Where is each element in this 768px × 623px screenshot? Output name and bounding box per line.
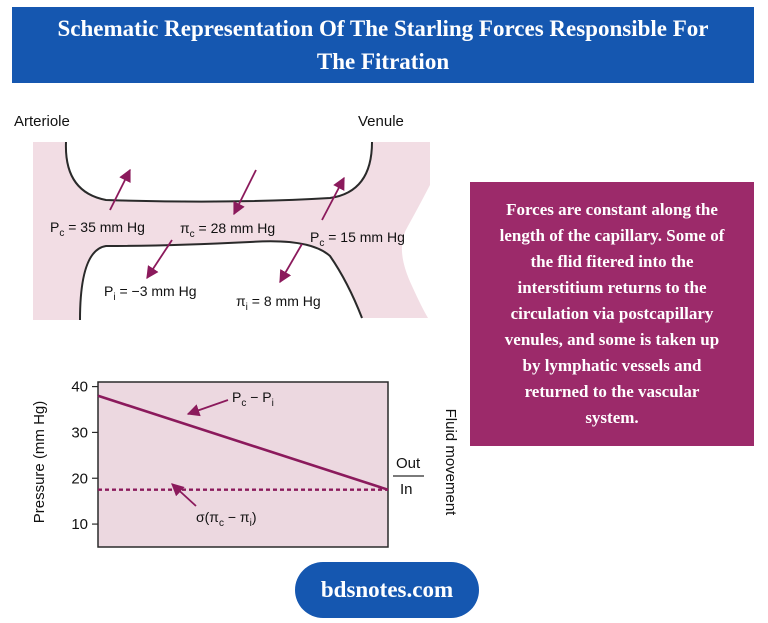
in-label: In bbox=[400, 481, 413, 498]
venule-label: Venule bbox=[358, 113, 404, 130]
pi-value: = −3 mm Hg bbox=[116, 283, 197, 299]
title-line-1: Schematic Representation Of The Starling… bbox=[57, 16, 709, 41]
sigma-close: ) bbox=[252, 509, 257, 525]
sigma-sub-c: c bbox=[219, 518, 224, 529]
pc-pi-line bbox=[97, 394, 389, 491]
pc-venule-label: Pc = 15 mm Hg bbox=[310, 229, 405, 249]
site-badge-label: bdsnotes.com bbox=[320, 577, 454, 602]
pic-label: πc = 28 mm Hg bbox=[180, 220, 275, 240]
pc-pi-sub-i: i bbox=[272, 398, 274, 409]
pc-venule-value: = 15 mm Hg bbox=[324, 229, 405, 245]
pic-arrow bbox=[233, 169, 257, 216]
sigma-pointer bbox=[171, 483, 197, 507]
pic-value: = 28 mm Hg bbox=[195, 220, 276, 236]
note-line: returned to the vascular bbox=[524, 382, 700, 401]
note-line: by lymphatic vessels and bbox=[522, 356, 702, 375]
title-banner: Schematic Representation Of The Starling… bbox=[12, 7, 754, 83]
fluid-movement-label: Fluid movement bbox=[442, 409, 459, 517]
pii-symbol: π bbox=[236, 293, 246, 309]
capillary-lower-wall bbox=[79, 240, 363, 321]
out-label: Out bbox=[396, 455, 421, 472]
y-tick-label: 10 bbox=[71, 516, 88, 533]
capillary-upper-wall bbox=[64, 141, 373, 203]
pc-arteriole-value: = 35 mm Hg bbox=[64, 219, 145, 235]
pressure-chart: Pressure (mm Hg) Fluid movement 40 30 20 10… bbox=[31, 379, 459, 548]
pc-venule-sub: c bbox=[319, 238, 324, 249]
pc-arteriole-label: Pc = 35 mm Hg bbox=[50, 219, 145, 239]
y-tick-label: 40 bbox=[71, 379, 88, 396]
note-line: interstitium returns to the bbox=[517, 278, 707, 297]
pc-pi-sub-c: c bbox=[241, 398, 246, 409]
pc-arteriole-sub: c bbox=[59, 228, 64, 239]
sigma-label: σ(πc − πi) bbox=[196, 509, 257, 529]
note-line: the flid fitered into the bbox=[530, 252, 694, 271]
pic-sub: c bbox=[190, 229, 195, 240]
pc-pi-pointer bbox=[186, 399, 229, 417]
pii-sub: i bbox=[246, 302, 248, 313]
pc-venule-symbol: P bbox=[310, 229, 319, 245]
title-line-2: The Fitration bbox=[316, 49, 450, 74]
y-tick-label: 30 bbox=[71, 424, 88, 441]
pc-arteriole-symbol: P bbox=[50, 219, 59, 235]
pi-label: Pi = −3 mm Hg bbox=[104, 283, 197, 303]
pc-pi-minus: − P bbox=[246, 389, 271, 405]
chart-plot-area bbox=[97, 381, 389, 548]
site-badge[interactable]: bdsnotes.com bbox=[295, 562, 479, 618]
sigma-minus: − π bbox=[224, 509, 250, 525]
note-line: Forces are constant along the bbox=[506, 200, 718, 219]
pc-pi-label: Pc − Pi bbox=[232, 389, 274, 409]
pi-sub: i bbox=[113, 292, 115, 303]
pc-venule-arrow bbox=[321, 176, 345, 221]
pi-arrow bbox=[146, 239, 173, 280]
pii-arrow bbox=[279, 243, 303, 284]
pii-label: πi = 8 mm Hg bbox=[236, 293, 321, 313]
pi-symbol: P bbox=[104, 283, 113, 299]
note-line: system. bbox=[585, 408, 639, 427]
pii-value: = 8 mm Hg bbox=[248, 293, 321, 309]
note-line: circulation via postcapillary bbox=[510, 304, 714, 323]
note-line: length of the capillary. Some of bbox=[499, 226, 725, 245]
arteriole-label: Arteriole bbox=[14, 113, 70, 130]
sigma-sub-i: i bbox=[250, 518, 252, 529]
pc-pi-p: P bbox=[232, 389, 241, 405]
note-box: Forces are constant along the length of t… bbox=[470, 182, 754, 446]
pic-symbol: π bbox=[180, 220, 190, 236]
sigma-head: σ(π bbox=[196, 509, 219, 525]
capillary-vessel bbox=[33, 142, 430, 320]
y-axis-label: Pressure (mm Hg) bbox=[31, 401, 48, 524]
pc-arteriole-arrow bbox=[109, 168, 131, 211]
y-tick-label: 20 bbox=[71, 470, 88, 487]
y-ticks: 40 30 20 10 bbox=[71, 379, 98, 533]
note-line: venules, and some is taken up bbox=[504, 330, 720, 349]
chart-series bbox=[97, 394, 389, 491]
